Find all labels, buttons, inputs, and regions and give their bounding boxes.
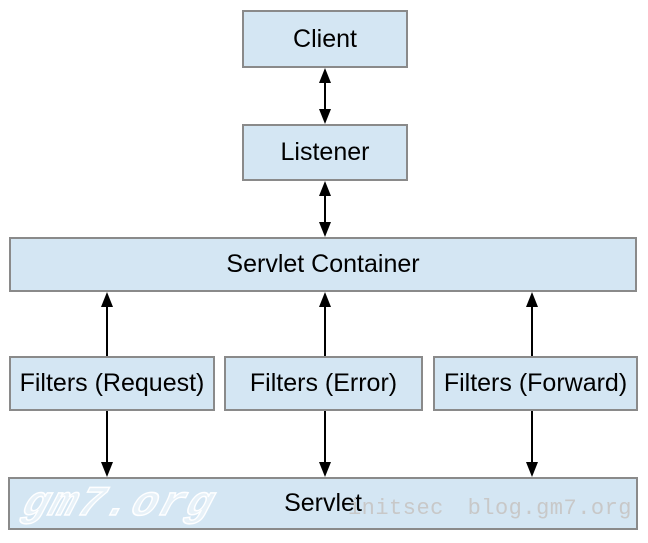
node-servlet-container-label: Servlet Container	[226, 250, 420, 278]
node-listener-label: Listener	[280, 138, 370, 166]
node-filters-forward-label: Filters (Forward)	[443, 369, 628, 397]
arrowhead-down-icon	[319, 462, 331, 477]
arrowhead-up-icon	[319, 292, 331, 307]
arrowhead-up-icon	[319, 68, 331, 83]
watermark-site-text: initsec blog.gm7.org	[347, 496, 632, 521]
node-filters-request-label: Filters (Request)	[19, 369, 205, 397]
arrowhead-down-icon	[319, 109, 331, 124]
node-filters-request: Filters (Request)	[9, 356, 215, 411]
arrow-shaft	[324, 193, 326, 225]
arrowhead-down-icon	[526, 462, 538, 477]
arrowhead-down-icon	[101, 462, 113, 477]
arrowhead-up-icon	[319, 181, 331, 196]
node-filters-error: Filters (Error)	[224, 356, 423, 411]
node-filters-forward: Filters (Forward)	[433, 356, 638, 411]
arrow-client-listener	[318, 68, 332, 124]
node-servlet-container: Servlet Container	[9, 237, 637, 292]
node-client: Client	[242, 10, 408, 68]
node-client-label: Client	[293, 24, 357, 53]
arrow-shaft	[324, 80, 326, 112]
node-filters-error-label: Filters (Error)	[249, 369, 398, 397]
node-servlet: gm7.org Servlet initsec blog.gm7.org	[8, 477, 638, 530]
arrowhead-down-icon	[319, 222, 331, 237]
node-servlet-label: Servlet	[284, 489, 362, 517]
watermark-logo: gm7.org	[16, 479, 224, 529]
arrowhead-up-icon	[101, 292, 113, 307]
arrowhead-up-icon	[526, 292, 538, 307]
node-listener: Listener	[242, 124, 408, 181]
arrow-listener-servlet-container	[318, 181, 332, 237]
